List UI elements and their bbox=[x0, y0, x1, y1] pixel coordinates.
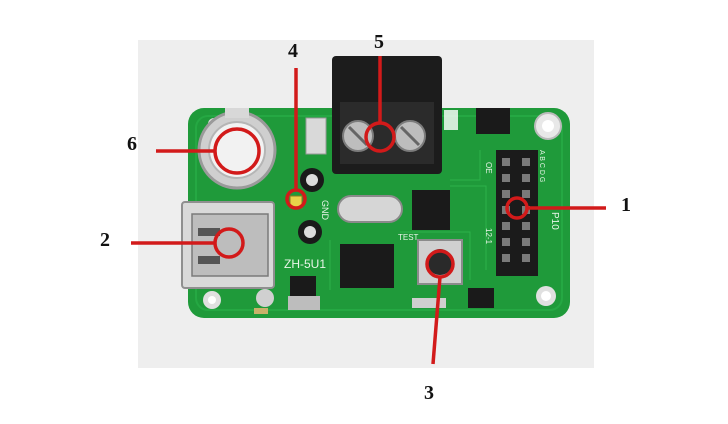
callout-3-line bbox=[431, 276, 442, 365]
main-chip bbox=[340, 244, 394, 288]
gnd-label: GND bbox=[320, 200, 330, 221]
p10-label: P10 bbox=[549, 212, 560, 230]
oe-label: OE bbox=[484, 162, 493, 174]
side-b-label: 12-1 bbox=[484, 228, 493, 245]
usb-port bbox=[181, 201, 275, 307]
callout-number-3: 3 bbox=[424, 382, 434, 404]
test-label: TEST bbox=[398, 233, 419, 242]
callout-number-5: 5 bbox=[374, 31, 384, 53]
callout-number-6: 6 bbox=[127, 133, 137, 155]
power-terminal bbox=[332, 56, 442, 174]
hub-connector bbox=[496, 150, 538, 276]
callout-number-4: 4 bbox=[288, 40, 298, 62]
callouts bbox=[131, 56, 606, 365]
board-model-label: ZH-5U1 bbox=[284, 257, 326, 271]
capacitor bbox=[298, 168, 324, 244]
test-button bbox=[417, 239, 463, 285]
callout-number-2: 2 bbox=[100, 229, 110, 251]
callout-number-1: 1 bbox=[621, 194, 631, 216]
side-a-label: A B C D G bbox=[538, 150, 545, 182]
crystal bbox=[337, 195, 403, 223]
